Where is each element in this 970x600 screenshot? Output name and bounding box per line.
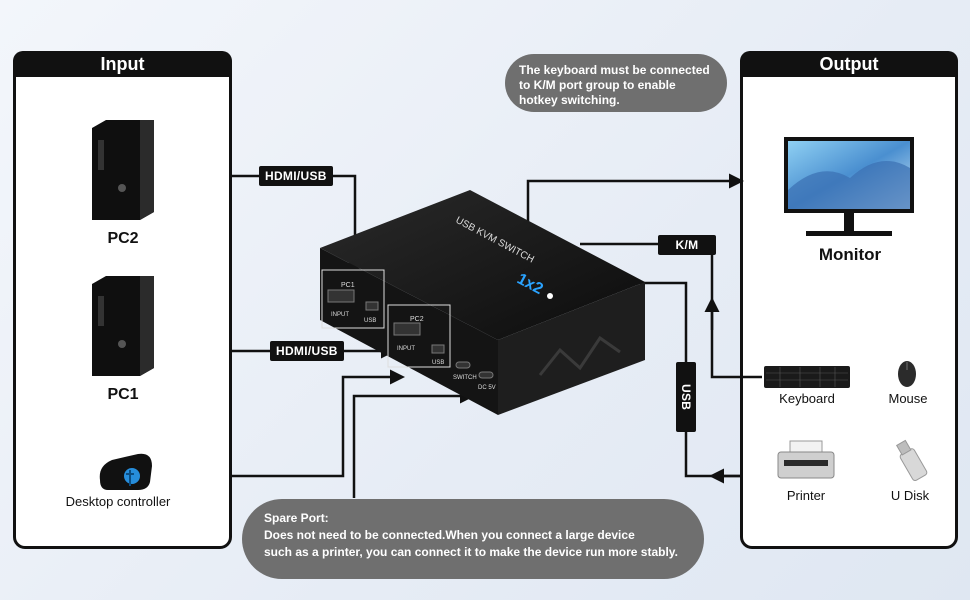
desktop-controller-label: Desktop controller — [65, 494, 171, 509]
usb-flash-drive-icon — [895, 439, 928, 481]
km-tag: K/M — [658, 235, 716, 255]
usb-tag: USB — [676, 362, 696, 432]
controller-to-kvm-line — [232, 369, 405, 478]
printer-icon — [777, 440, 835, 479]
input-panel-title: Input — [13, 51, 232, 77]
printer-label: Printer — [786, 488, 826, 503]
dc-port-label: DC 5V — [478, 385, 496, 391]
monitor-label: Monitor — [818, 245, 882, 264]
mouse-icon — [898, 361, 916, 387]
u-disk-label: U Disk — [890, 488, 930, 503]
pc2-tower-icon — [92, 120, 154, 220]
monitor-icon — [784, 137, 914, 236]
spare-port-line-2: such as a printer, you can connect it to… — [264, 545, 678, 559]
pc1-tower-icon — [92, 276, 154, 376]
spare-port-title: Spare Port: — [264, 511, 329, 525]
hdmi-usb-tag-pc2: HDMI/USB — [259, 166, 333, 186]
kvm-switch-device — [320, 190, 645, 415]
top-note-text: The keyboard must be connected to K/M po… — [519, 63, 710, 107]
switch-port-label: SWITCH — [453, 375, 477, 381]
port-group-1-tag: PC1 — [341, 282, 355, 289]
kvm-to-monitor-line — [526, 173, 744, 222]
port-group-1-usb-label: USB — [364, 318, 376, 324]
bottom-note-bubble: Spare Port: Does not need to be connecte… — [242, 499, 704, 579]
keyboard-label: Keyboard — [779, 391, 835, 406]
keyboard-icon — [764, 366, 850, 388]
spare-port-line-1: Does not need to be connected.When you c… — [264, 528, 635, 542]
mouse-label: Mouse — [888, 391, 928, 406]
port-group-1-hdmi-label: INPUT — [331, 312, 349, 318]
hdmi-usb-tag-pc1: HDMI/USB — [270, 341, 344, 361]
desktop-controller-icon — [99, 453, 152, 490]
pc2-label: PC2 — [107, 230, 139, 247]
top-note-bubble: The keyboard must be connected to K/M po… — [505, 54, 727, 112]
spare-port-line — [352, 388, 475, 498]
port-group-2-usb-label: USB — [432, 360, 444, 366]
port-group-2-tag: PC2 — [410, 316, 424, 323]
output-panel-title: Output — [740, 51, 958, 77]
port-group-2-hdmi-label: INPUT — [397, 346, 415, 352]
pc1-label: PC1 — [107, 386, 139, 403]
